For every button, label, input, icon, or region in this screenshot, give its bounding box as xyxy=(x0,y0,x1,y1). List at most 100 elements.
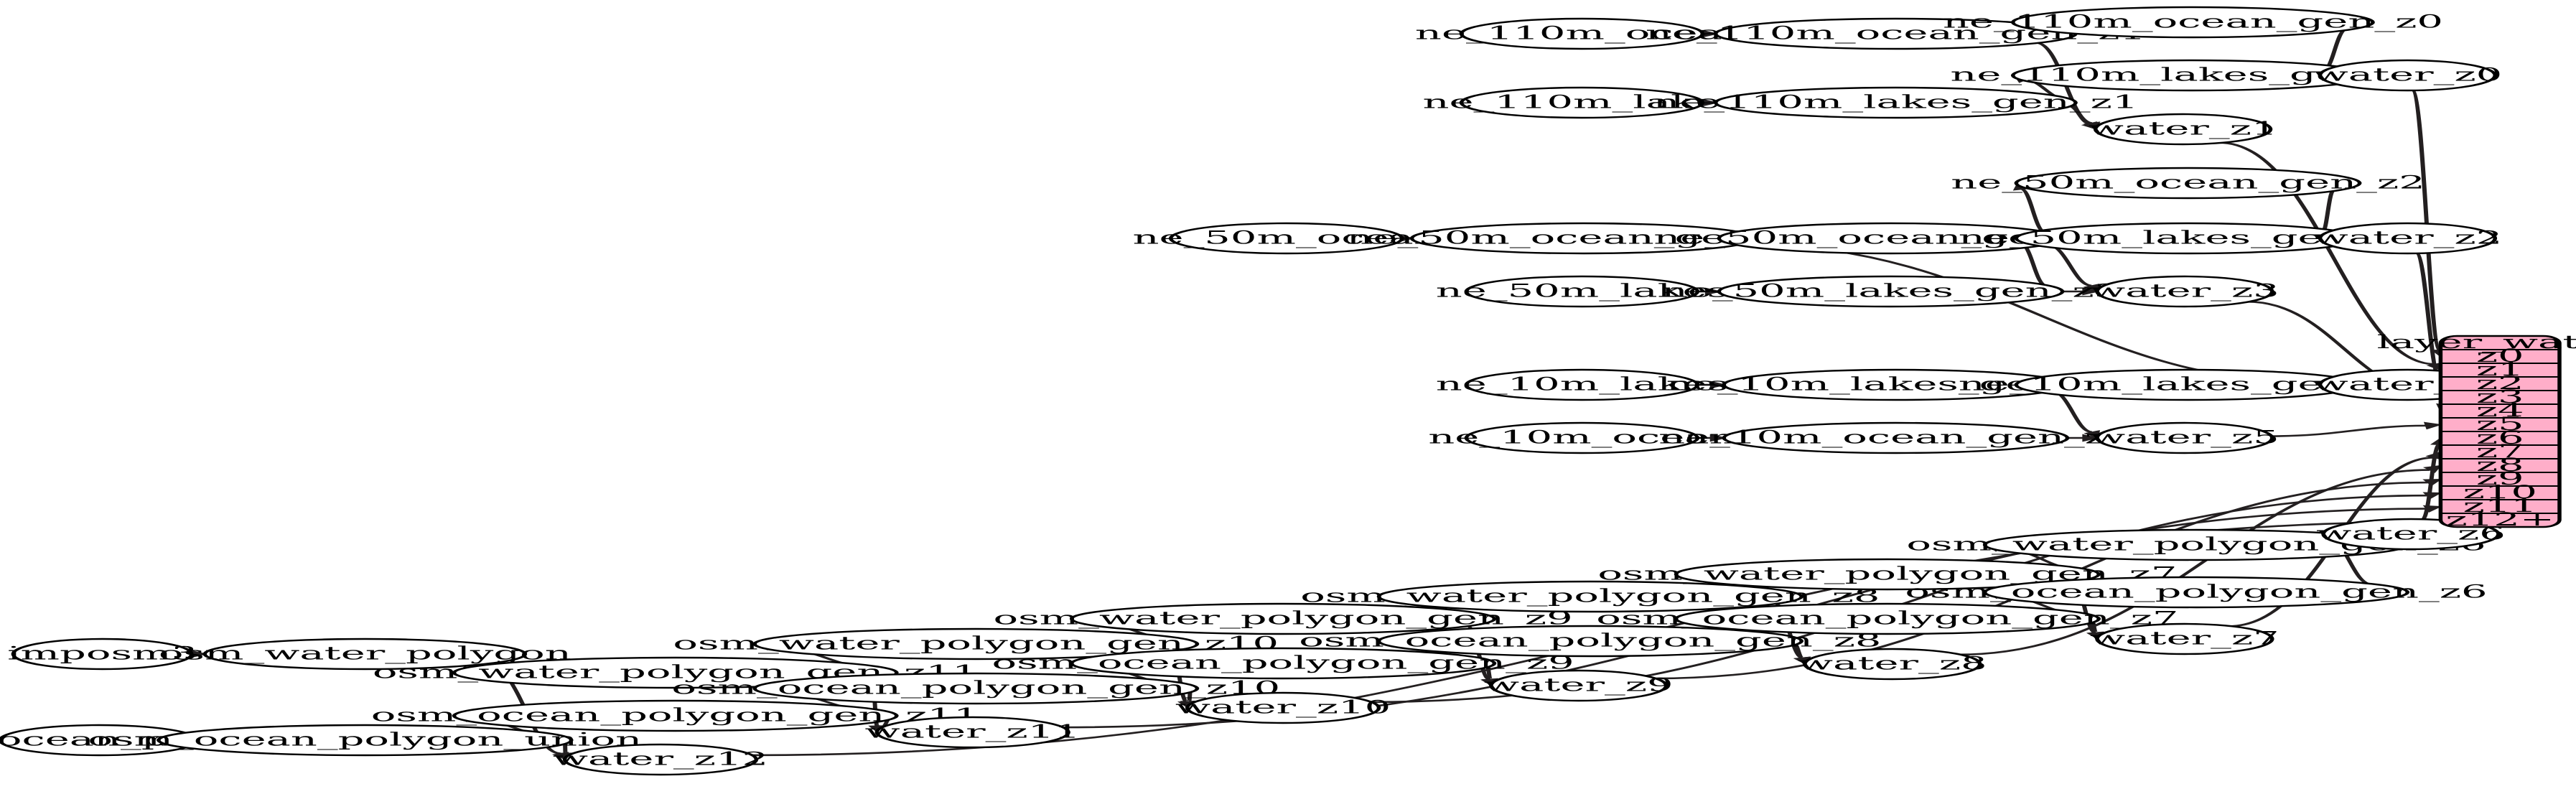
table-row-z12+[interactable]: z12+ xyxy=(2445,509,2554,530)
node-ellipse xyxy=(752,672,1200,705)
node-ne_10m_ocean[interactable]: ne_10m_ocean xyxy=(1428,421,1736,454)
node-label: ne_10m_ocean_gen_z5 xyxy=(1658,427,2133,448)
node-osm_water_polygon_gen_z11[interactable]: osm_water_polygon_gen_z11 xyxy=(373,656,979,689)
node-ne_10m_ocean_gen_z5[interactable]: ne_10m_ocean_gen_z5 xyxy=(1658,421,2133,454)
node-label: water_z0 xyxy=(2313,65,2503,85)
node-osm_water_polygon_gen_z8[interactable]: osm_water_polygon_gen_z8 xyxy=(1300,580,1880,613)
node-ellipse xyxy=(2095,622,2274,655)
edge-water_z1-to-layer_water.z1 xyxy=(2218,141,2435,365)
node-water_z7[interactable]: water_z7 xyxy=(2090,622,2279,655)
node-label: ne_110m_ocean_gen_z0 xyxy=(1943,11,2443,32)
node-ellipse xyxy=(2093,113,2273,146)
node-label: osm_ocean_polygon_gen_z8 xyxy=(1299,630,1881,651)
node-label: osm_ocean_polygon_gen_z7 xyxy=(1596,608,2178,629)
node-ellipse xyxy=(1982,576,2410,609)
node-ellipse xyxy=(2095,421,2274,454)
node-ellipse xyxy=(1713,86,2078,119)
node-ellipse xyxy=(1459,17,1705,50)
node-ne_110m_ocean[interactable]: ne_110m_ocean xyxy=(1415,17,1749,50)
node-water_z12[interactable]: water_z12 xyxy=(553,743,768,776)
node-osm_water_polygon[interactable]: osm_water_polygon xyxy=(159,638,571,671)
node-imposm3[interactable]: imposm3 xyxy=(7,638,197,671)
node-water_z3[interactable]: water_z3 xyxy=(2090,275,2279,308)
node-osm_water_polygon_gen_z7[interactable]: osm_water_polygon_gen_z7 xyxy=(1597,558,2177,591)
node-ne_110m_lakes_gen_z1[interactable]: ne_110m_lakes_gen_z1 xyxy=(1653,86,2138,119)
arrowhead xyxy=(2423,421,2442,430)
node-label: water_z2 xyxy=(2313,228,2503,248)
node-osm_ocean_polygon_gen_z7[interactable]: osm_ocean_polygon_gen_z7 xyxy=(1596,602,2178,635)
node-ellipse xyxy=(1674,602,2101,635)
node-label: osm_ocean_polygon_gen_z10 xyxy=(671,678,1280,699)
node-label: water_z9 xyxy=(1484,675,1674,696)
node-label: water_z1 xyxy=(2089,118,2278,139)
node-ellipse xyxy=(1674,558,2101,591)
node-label: ne_50m_lakes xyxy=(1436,281,1728,302)
node-ellipse xyxy=(1376,625,1804,658)
node-ne_50m_lakes_gen_z3[interactable]: ne_50m_lakes_gen_z3 xyxy=(1661,275,2120,308)
node-osm_water_polygon_gen_z9[interactable]: osm_water_polygon_gen_z9 xyxy=(994,602,1573,635)
node-ellipse xyxy=(1168,222,1404,255)
node-osm_ocean_polygon_gen_z11[interactable]: osm_ocean_polygon_gen_z11 xyxy=(371,699,980,732)
node-ellipse xyxy=(562,743,759,776)
node-ellipse xyxy=(1464,368,1700,401)
node-water_z11[interactable]: water_z11 xyxy=(865,716,1081,749)
node-ellipse xyxy=(2014,167,2362,200)
node-water_z9[interactable]: water_z9 xyxy=(1484,669,1674,702)
node-ellipse xyxy=(452,699,899,732)
node-ellipse xyxy=(2010,6,2375,39)
node-water_z8[interactable]: water_z8 xyxy=(1798,648,1987,681)
node-label: ne_10m_ocean xyxy=(1428,427,1735,448)
node-ellipse xyxy=(2318,59,2498,92)
edge-ne_50m_ocean_gen_z2-to-water_z2 xyxy=(2320,190,2336,233)
edge-water_z5-to-layer_water.z5 xyxy=(2269,424,2426,437)
node-ellipse xyxy=(11,638,194,671)
node-ne_110m_ocean_gen_z0[interactable]: ne_110m_ocean_gen_z0 xyxy=(1943,6,2443,39)
node-osm_water_polygon_gen_z10[interactable]: osm_water_polygon_gen_z10 xyxy=(673,627,1279,660)
node-osm_ocean_polygon_gen_z8[interactable]: osm_ocean_polygon_gen_z8 xyxy=(1299,625,1881,658)
node-ne_50m_ocean_gen_z2[interactable]: ne_50m_ocean_gen_z2 xyxy=(1951,167,2425,200)
node-label: osm_ocean_polygon_gen_z9 xyxy=(992,653,1574,673)
node-ellipse xyxy=(1717,275,2065,308)
node-water_z5[interactable]: water_z5 xyxy=(2090,421,2279,454)
node-ellipse xyxy=(2318,222,2498,255)
node-ellipse xyxy=(874,716,1070,749)
node-water_z1[interactable]: water_z1 xyxy=(2089,113,2278,146)
node-label: water_z7 xyxy=(2090,628,2279,649)
node-water_z10[interactable]: water_z10 xyxy=(1175,691,1391,724)
node-ellipse xyxy=(1069,602,1497,635)
node-osm_ocean_polygon_gen_z9[interactable]: osm_ocean_polygon_gen_z9 xyxy=(992,647,1574,680)
layer-water-table[interactable]: layer_waterz0z1z2z3z4z5z6z7z8z9z10z11z12… xyxy=(2376,332,2576,530)
node-label: imposm3 xyxy=(7,643,197,664)
node-label: ne_110m_lakes xyxy=(1422,92,1741,113)
edge-ne_110m_ocean_gen_z0-to-water_z0 xyxy=(2322,28,2348,70)
node-osm_ocean_polygon_union[interactable]: osm_ocean_polygon_union xyxy=(88,724,642,757)
node-ellipse xyxy=(1185,691,1381,724)
node-ne_10m_lakes[interactable]: ne_10m_lakes xyxy=(1436,368,1728,401)
edge-ne_50m_ocean_gen_z4-to-water_z4 xyxy=(1739,243,2308,383)
node-ne_110m_lakes[interactable]: ne_110m_lakes xyxy=(1422,86,1741,119)
node-label: osm_water_polygon_gen_z9 xyxy=(994,608,1573,629)
node-label: osm_ocean_polygon_union xyxy=(88,729,642,750)
node-ellipse xyxy=(1803,648,1982,681)
node-ellipse xyxy=(202,638,528,671)
node-label: water_z11 xyxy=(865,722,1081,742)
edge-water_z8-to-layer_water.z8 xyxy=(1958,469,2430,656)
node-label: water_z12 xyxy=(553,749,768,770)
node-ne_50m_lakes[interactable]: ne_50m_lakes xyxy=(1436,275,1728,308)
node-water_z2[interactable]: water_z2 xyxy=(2313,222,2503,255)
node-ne_50m_ocean[interactable]: ne_50m_ocean xyxy=(1133,222,1440,255)
node-label: osm_water_polygon xyxy=(159,643,571,664)
node-osm_ocean_polygon_gen_z10[interactable]: osm_ocean_polygon_gen_z10 xyxy=(671,672,1280,705)
node-water_z0[interactable]: water_z0 xyxy=(2313,59,2503,92)
node-ellipse xyxy=(1459,86,1705,119)
node-ellipse xyxy=(1489,669,1669,702)
arrowhead xyxy=(2422,464,2442,473)
edge-water_z0-to-layer_water.z0 xyxy=(2409,89,2442,351)
node-label: water_z10 xyxy=(1175,697,1391,718)
arrowhead xyxy=(2422,478,2442,486)
node-osm_ocean_polygon_gen_z6[interactable]: osm_ocean_polygon_gen_z6 xyxy=(1905,576,2488,609)
node-ellipse xyxy=(752,627,1200,660)
node-label: ne_50m_ocean_gen_z2 xyxy=(1951,172,2425,193)
node-label: ne_110m_ocean xyxy=(1415,23,1749,44)
node-ellipse xyxy=(157,724,574,757)
